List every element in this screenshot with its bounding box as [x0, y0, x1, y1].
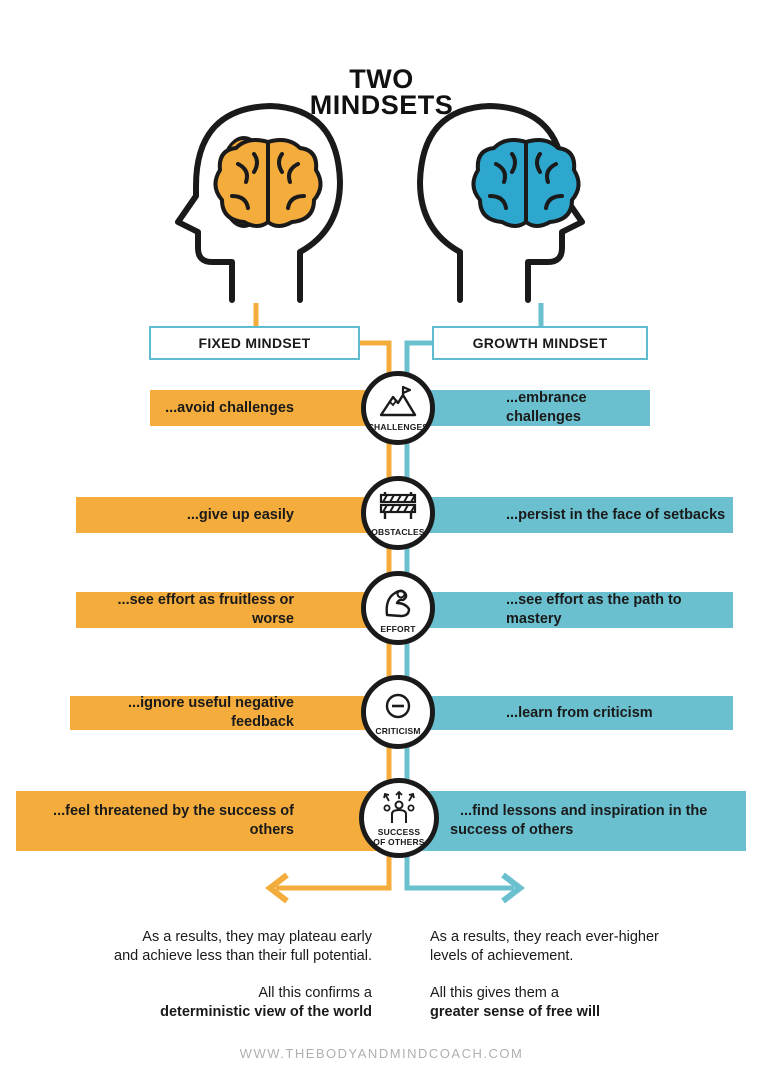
growth-criticism-text: ...learn from criticism [506, 704, 653, 721]
head-profile-left-icon [175, 103, 343, 303]
growth-obstacles-text: ...persist in the face of setbacks [506, 506, 726, 523]
effort-label: EFFORT [380, 624, 416, 634]
fixed-view-text: All this confirms a deterministic view o… [40, 984, 372, 1022]
fixed-challenges-text: ...avoid challenges [165, 399, 294, 416]
effort-node: EFFORT [361, 571, 435, 645]
growth-success-line-2: success of others [450, 822, 574, 838]
fixed-challenges-bar: ...avoid challenges [150, 390, 390, 426]
growth-challenges-bar: ...embrance challenges [406, 390, 650, 426]
growth-result-line-1: As a results, they reach ever-higher [430, 929, 659, 945]
fixed-effort-bar: ...see effort as fruitless or worse [76, 592, 390, 628]
growth-effort-bar: ...see effort as the path to mastery [406, 592, 733, 628]
success-label-line-2: OF OTHERS [373, 837, 425, 847]
website-footer: WWW.THEBODYANDMINDCOACH.COM [239, 1046, 524, 1061]
fixed-mindset-header: FIXED MINDSET [149, 326, 360, 360]
growth-arrow-icon [501, 872, 525, 904]
flexed-arm-icon [385, 589, 411, 618]
fixed-success-bar: ...feel threatened by the success of oth… [16, 791, 390, 851]
minus-circle-icon [385, 693, 411, 719]
growth-obstacles-bar: ...persist in the face of setbacks [406, 497, 733, 533]
challenges-node: CHALLENGES [361, 371, 435, 445]
fixed-result-line-1: As a results, they may plateau early [142, 929, 372, 945]
growth-criticism-bar: ...learn from criticism [406, 696, 733, 730]
criticism-label: CRITICISM [375, 726, 421, 736]
people-arrows-icon [383, 790, 415, 823]
barrier-icon [379, 492, 417, 519]
growth-result-line-2: levels of achievement. [430, 948, 574, 964]
fixed-result-text: As a results, they may plateau early and… [40, 928, 372, 966]
obstacles-node: OBSTACLES [361, 476, 435, 550]
growth-success-bar: ...find lessons and inspiration in the s… [406, 791, 746, 851]
growth-challenges-text: ...embrance challenges [506, 390, 587, 425]
growth-success-text: ...find lessons and inspiration in the s… [450, 802, 707, 840]
growth-view-line-2: greater sense of free will [430, 1004, 601, 1020]
fixed-obstacles-text: ...give up easily [186, 506, 294, 523]
challenges-label: CHALLENGES [367, 422, 429, 432]
fixed-arrow-icon [265, 872, 289, 904]
growth-success-line-1: ...find lessons and inspiration in the [460, 803, 708, 819]
fixed-criticism-bar: ...ignore useful negative feedback [70, 695, 390, 730]
fixed-view-line-1: All this confirms a [258, 985, 372, 1001]
success-of-others-node: SUCCESS OF OTHERS [359, 778, 439, 858]
growth-result-text: As a results, they reach ever-higher lev… [430, 928, 750, 966]
success-label-line-1: SUCCESS [377, 827, 421, 837]
fixed-success-text: ...feel threatened by the success of oth… [53, 803, 294, 838]
obstacles-label: OBSTACLES [371, 527, 425, 537]
growth-view-line-1: All this gives them a [430, 985, 559, 1001]
title-line-2: MINDSETS [309, 90, 454, 120]
fixed-criticism-text: ...ignore useful negative feedback [128, 695, 294, 730]
fixed-result-line-2: and achieve less than their full potenti… [114, 948, 372, 964]
fixed-effort-text: ...see effort as fruitless or worse [117, 592, 294, 627]
title-line-1: TWO [349, 64, 414, 94]
head-profile-right-icon [417, 103, 585, 303]
growth-effort-text: ...see effort as the path to mastery [506, 592, 682, 627]
growth-view-text: All this gives them a greater sense of f… [430, 984, 750, 1022]
fixed-view-line-2: deterministic view of the world [160, 1004, 372, 1020]
brain-icon [471, 138, 581, 228]
fixed-obstacles-bar: ...give up easily [76, 497, 390, 533]
brain-icon [213, 136, 323, 228]
growth-mindset-header: GROWTH MINDSET [432, 326, 648, 360]
criticism-node: CRITICISM [361, 675, 435, 749]
mountain-flag-icon [379, 385, 417, 417]
